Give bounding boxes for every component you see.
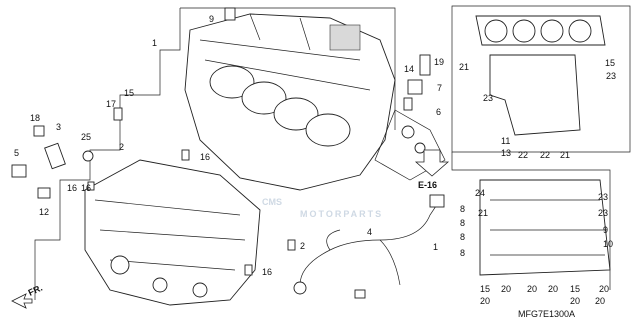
e16-reference: E-16: [414, 149, 450, 190]
callout-6: 6: [436, 107, 441, 117]
callouts: 1 9 14 19 7 6 18 3 25 15 17 2 5 16 12 4 …: [14, 14, 616, 306]
callout-1b: 1: [433, 242, 438, 252]
callout-23d: 23: [598, 208, 608, 218]
ref-label: E-16: [418, 180, 437, 190]
callout-20e: 20: [527, 284, 537, 294]
callout-15c: 15: [570, 284, 580, 294]
callout-22b: 22: [540, 150, 550, 160]
callout-8b: 8: [460, 232, 465, 242]
callout-20f: 20: [548, 284, 558, 294]
callout-20a: 20: [480, 296, 490, 306]
callout-18: 18: [30, 113, 40, 123]
callout-23a: 23: [606, 71, 616, 81]
callout-1: 1: [152, 38, 157, 48]
callout-2b: 2: [300, 241, 305, 251]
callout-12: 12: [39, 207, 49, 217]
callout-21: 21: [459, 62, 469, 72]
callout-16b: 16: [81, 183, 91, 193]
callout-14: 14: [404, 64, 414, 74]
bracket-frame: [34, 8, 181, 300]
callout-15-inset: 15: [605, 58, 615, 68]
callout-8c: 8: [460, 248, 465, 258]
callout-5: 5: [14, 148, 19, 158]
callout-25: 25: [81, 132, 91, 142]
callout-24: 24: [475, 188, 485, 198]
direction-arrow: FR.: [11, 283, 44, 309]
callout-19: 19: [434, 57, 444, 67]
callout-4: 4: [367, 227, 372, 237]
callout-7: 7: [437, 83, 442, 93]
callout-20c: 20: [570, 296, 580, 306]
callout-16c: 16: [262, 267, 272, 277]
callout-15b: 15: [480, 284, 490, 294]
callout-15: 15: [124, 88, 134, 98]
sensor-parts: [374, 54, 446, 181]
callout-20g: 20: [595, 296, 605, 306]
callout-3: 3: [56, 122, 61, 132]
callout-8d: 8: [460, 204, 465, 214]
callout-16d: 16: [67, 183, 77, 193]
callout-8a: 8: [460, 218, 465, 228]
callout-13: 13: [501, 148, 511, 158]
upper-crankcase: [184, 13, 396, 191]
callout-22a: 22: [518, 150, 528, 160]
callout-20b: 20: [501, 284, 511, 294]
inset-panel: [451, 5, 631, 290]
callout-17: 17: [106, 99, 116, 109]
bracket-frame-top: [180, 7, 396, 130]
callout-9b: 9: [603, 225, 608, 235]
watermark: CMS MOTORPARTS: [262, 197, 383, 219]
small-parts: [11, 7, 296, 276]
callout-11: 11: [501, 136, 510, 146]
callout-2: 2: [119, 142, 124, 152]
callout-23b: 23: [483, 93, 493, 103]
watermark-subtitle: MOTORPARTS: [300, 209, 383, 219]
watermark-brand: CMS: [262, 197, 282, 207]
callout-16: 16: [200, 152, 210, 162]
wire-harness: [293, 194, 445, 299]
lower-crankcase: [84, 159, 261, 306]
callout-23c: 23: [598, 192, 608, 202]
diagram-code: MFG7E1300A: [518, 309, 575, 319]
callout-9: 9: [209, 14, 214, 24]
callout-21b: 21: [560, 150, 570, 160]
direction-label: FR.: [27, 283, 44, 298]
callout-20d: 20: [599, 284, 609, 294]
callout-21c: 21: [478, 208, 488, 218]
callout-10: 10: [603, 239, 613, 249]
